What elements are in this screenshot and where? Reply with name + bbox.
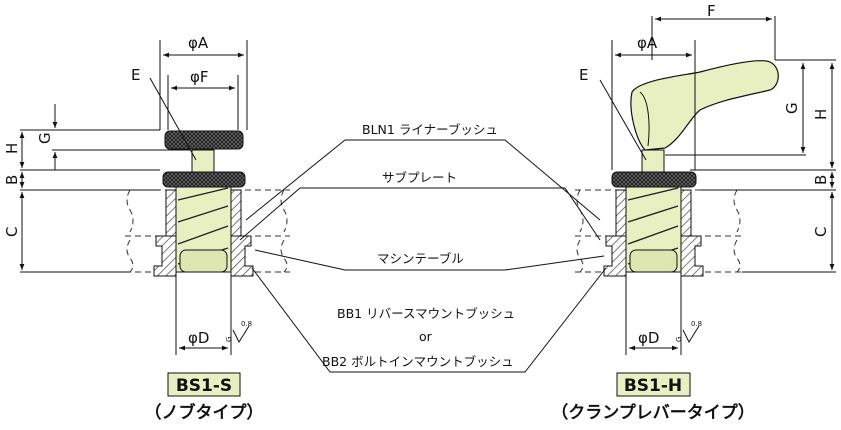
right-model-name: BS1-H: [624, 376, 682, 396]
left-model-caption: BS1-S （ノブタイプ）: [145, 372, 264, 423]
dim-left-phiF: φF: [190, 68, 209, 86]
dim-right-phiD: φD: [638, 329, 659, 347]
callout-machine-table: マシンテーブル: [377, 251, 464, 266]
dim-left-E: E: [131, 66, 140, 84]
right-model-type: （クランプレバータイプ）: [551, 402, 755, 423]
dim-right-H: H: [812, 109, 830, 120]
left-dimension-lines: [19, 40, 248, 355]
dim-right-B: B: [812, 175, 830, 185]
dim-right-G: G: [783, 102, 801, 114]
right-dimension-lines: [599, 16, 836, 355]
roughness-marks: [232, 325, 700, 344]
callout-labels: BLN1 ライナーブッシュ サブプレート マシンテーブル BB1 リバースマウン…: [322, 122, 515, 369]
roughness-right-g: G: [675, 337, 683, 342]
dim-left-C: C: [3, 227, 21, 237]
left-assembly: [153, 130, 254, 277]
dim-left-phiA: φA: [188, 34, 209, 52]
left-dimension-labels: φA φF E H G B C φD 0.8 G: [3, 34, 252, 347]
right-assembly: [603, 60, 779, 277]
callout-leaders: [239, 139, 607, 373]
callout-liner-bush: BLN1 ライナーブッシュ: [362, 122, 498, 137]
roughness-right-value: 0.8: [691, 320, 702, 328]
right-model-caption: BS1-H （クランプレバータイプ）: [551, 372, 755, 423]
dim-right-C: C: [812, 227, 830, 237]
dim-right-E: E: [579, 66, 588, 84]
callout-bb2: BB2 ボルトインマウントブッシュ: [322, 354, 514, 369]
dim-left-G: G: [36, 132, 54, 144]
roughness-left-value: 0.8: [241, 320, 252, 328]
dim-left-B: B: [3, 175, 21, 185]
callout-or: or: [419, 329, 433, 344]
callout-bb1: BB1 リバースマウントブッシュ: [337, 306, 515, 321]
right-model-badge: [616, 372, 691, 397]
dim-right-F: F: [707, 2, 716, 20]
dim-right-phiA: φA: [637, 34, 658, 52]
dim-left-H: H: [3, 143, 21, 154]
left-model-badge: [167, 372, 241, 397]
callout-sub-plate: サブプレート: [382, 170, 457, 185]
right-dimension-labels: F φA E G H B C φD 0.8 G: [579, 2, 830, 347]
dim-left-phiD: φD: [188, 329, 209, 347]
roughness-left-g: G: [225, 337, 233, 342]
left-model-name: BS1-S: [176, 376, 232, 396]
left-model-type: （ノブタイプ）: [145, 402, 264, 423]
